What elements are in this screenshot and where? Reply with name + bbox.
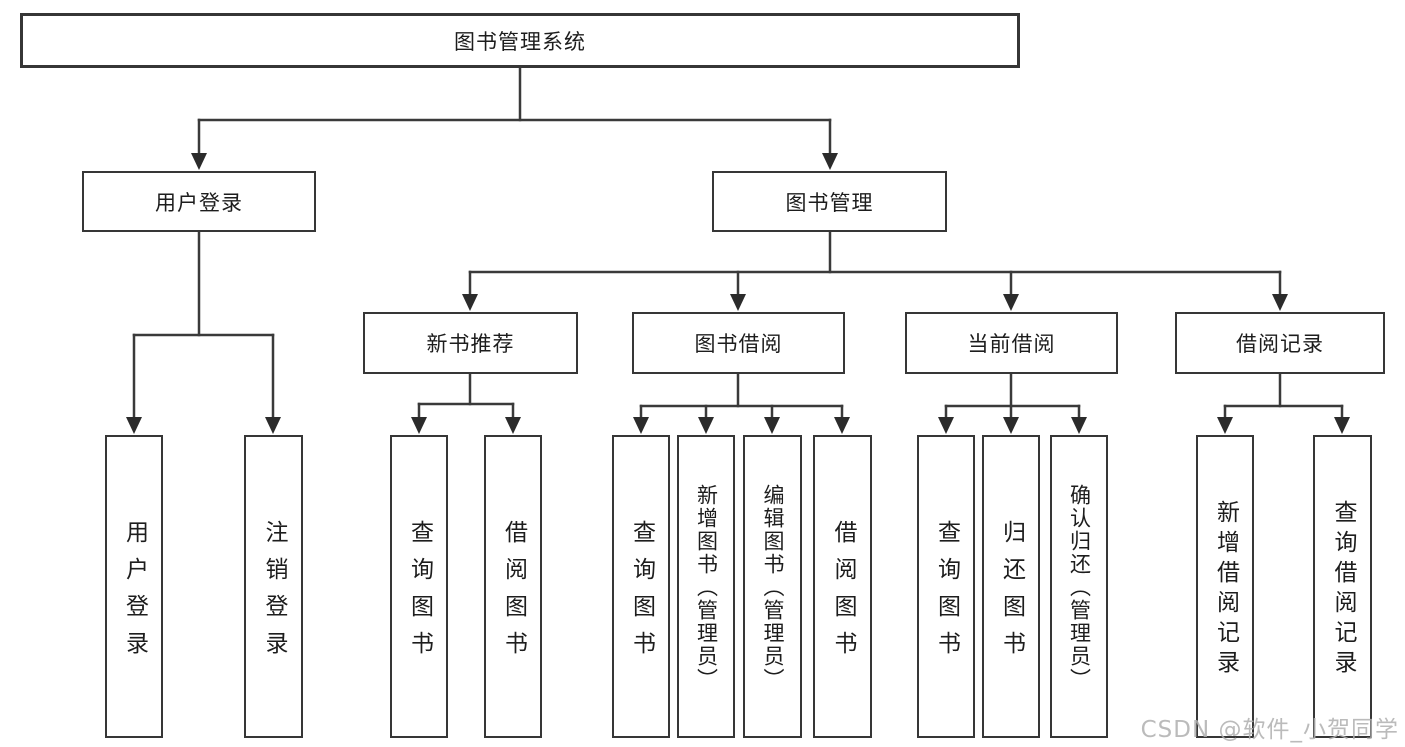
node-new-book-recommend: 新书推荐 xyxy=(363,312,578,374)
node-book-management: 图书管理 xyxy=(712,171,947,232)
node-label: 借阅图书 xyxy=(830,519,856,668)
node-add-book-admin: 新增图书（管理员） xyxy=(677,435,735,738)
node-label: 查询图书 xyxy=(933,519,960,668)
node-query-borrow-record: 查询借阅记录 xyxy=(1313,435,1372,738)
arrowheads xyxy=(126,153,1350,434)
node-add-borrow-record: 新增借阅记录 xyxy=(1196,435,1254,738)
node-label: 借阅图书 xyxy=(500,519,527,668)
node-label: 归还图书 xyxy=(998,519,1025,668)
node-query-books-borrowing: 查询图书 xyxy=(612,435,670,738)
node-book-borrowing: 图书借阅 xyxy=(632,312,845,374)
node-user-login-leaf: 用户登录 xyxy=(105,435,163,738)
node-label: 用户登录 xyxy=(121,519,148,668)
node-confirm-return-admin: 确认归还（管理员） xyxy=(1050,435,1108,738)
node-label: 图书管理 xyxy=(785,190,874,215)
node-label: 确认归还（管理员） xyxy=(1067,484,1092,691)
node-label: 新增借阅记录 xyxy=(1212,500,1239,680)
node-query-books-recommend: 查询图书 xyxy=(390,435,448,738)
node-label: 当前借阅 xyxy=(967,332,1056,356)
node-label: 查询图书 xyxy=(406,519,433,668)
node-query-books-current: 查询图书 xyxy=(917,435,975,738)
node-borrow-books-borrowing: 借阅图书 xyxy=(813,435,872,738)
node-label: 新书推荐 xyxy=(426,332,515,356)
node-label: 编辑图书（管理员） xyxy=(761,484,785,691)
node-label: 注销登录 xyxy=(261,519,287,668)
node-user-login: 用户登录 xyxy=(82,171,316,232)
node-root: 图书管理系统 xyxy=(20,13,1020,68)
node-label: 用户登录 xyxy=(155,190,243,215)
node-label: 图书管理系统 xyxy=(454,29,586,54)
node-label: 借阅记录 xyxy=(1236,332,1324,356)
node-logout: 注销登录 xyxy=(244,435,303,738)
node-label: 查询借阅记录 xyxy=(1330,500,1356,680)
node-label: 新增图书（管理员） xyxy=(694,484,719,691)
csdn-watermark: CSDN @软件_小贺同学 xyxy=(1140,717,1399,743)
node-borrowing-records: 借阅记录 xyxy=(1175,312,1385,374)
node-borrow-books-recommend: 借阅图书 xyxy=(484,435,542,738)
node-current-borrowing: 当前借阅 xyxy=(905,312,1118,374)
node-return-books: 归还图书 xyxy=(982,435,1040,738)
node-edit-book-admin: 编辑图书（管理员） xyxy=(743,435,802,738)
node-label: 图书借阅 xyxy=(694,332,783,356)
node-label: 查询图书 xyxy=(628,519,655,668)
